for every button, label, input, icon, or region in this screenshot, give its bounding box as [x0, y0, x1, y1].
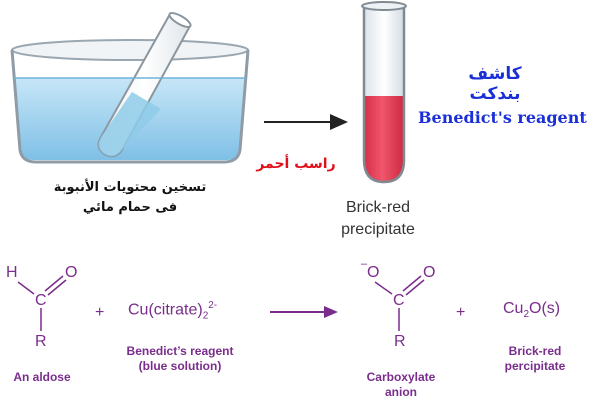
aldehyde-atom-r: R: [35, 333, 47, 350]
water-bath-illustration: [10, 12, 250, 164]
aldehyde-atom-h: H: [6, 264, 18, 281]
reagent-label-line1: Benedict’s reagent: [126, 344, 234, 358]
product-formula-o: O(s): [529, 300, 561, 317]
reaction-arrow: [270, 306, 338, 318]
water-bath-caption-line2: فى حمام مائي: [82, 200, 178, 215]
precipitate-label-line1: Brick-red: [345, 199, 410, 216]
product-label-line2: percipitate: [504, 359, 566, 373]
carboxylate-label-line2: anion: [385, 385, 417, 399]
water-bath-caption-line1: تسخين محتويات الأنبوبة: [53, 180, 207, 195]
process-arrow: [264, 114, 348, 130]
reagent-formula-main: Cu(citrate): [128, 301, 203, 319]
plus-sign-2: +: [456, 304, 466, 321]
reagent-formula: Cu(citrate)22-: [128, 300, 217, 322]
product-formula: Cu2O(s): [503, 300, 560, 320]
product-label-line1: Brick-red: [508, 344, 562, 358]
reagent-english-label: Benedict's reagent: [418, 108, 587, 127]
carboxylate-atom-o-minus: O: [367, 264, 380, 281]
product-formula-subscript: 2: [523, 309, 530, 321]
carboxylate-atom-r: R: [394, 333, 406, 350]
carboxylate-atom-o: O: [423, 264, 436, 281]
reagent-formula-charge: 2-: [208, 300, 218, 311]
test-tube-in-bath: [97, 12, 192, 158]
carboxylate-bonds: [374, 275, 425, 331]
reagent-label-line2: (blue solution): [138, 359, 222, 373]
aldehyde-atom-c: C: [35, 292, 47, 309]
aldehyde-bonds: [17, 275, 67, 331]
carboxylate-minus: –: [361, 258, 368, 270]
beaker-rim: [11, 39, 249, 61]
reagent-arabic-label: كاشف بندكت: [468, 64, 522, 104]
plus-sign-1: +: [95, 304, 105, 321]
precipitate-arabic-label: راسب أحمر: [256, 156, 336, 172]
beaker-body: [10, 49, 250, 164]
reagent-formula-subscript: 2: [202, 310, 209, 322]
carboxylate-label-line1: Carboxylate: [366, 370, 436, 384]
aldose-label: An aldose: [13, 370, 71, 384]
carboxylate-atom-c: C: [393, 292, 405, 309]
aldehyde-atom-o: O: [65, 264, 78, 281]
test-tube-red: [361, 1, 407, 184]
product-formula-cu: Cu: [503, 300, 524, 317]
precipitate-label-line2: precipitate: [341, 221, 415, 238]
red-precipitate: [364, 96, 404, 182]
